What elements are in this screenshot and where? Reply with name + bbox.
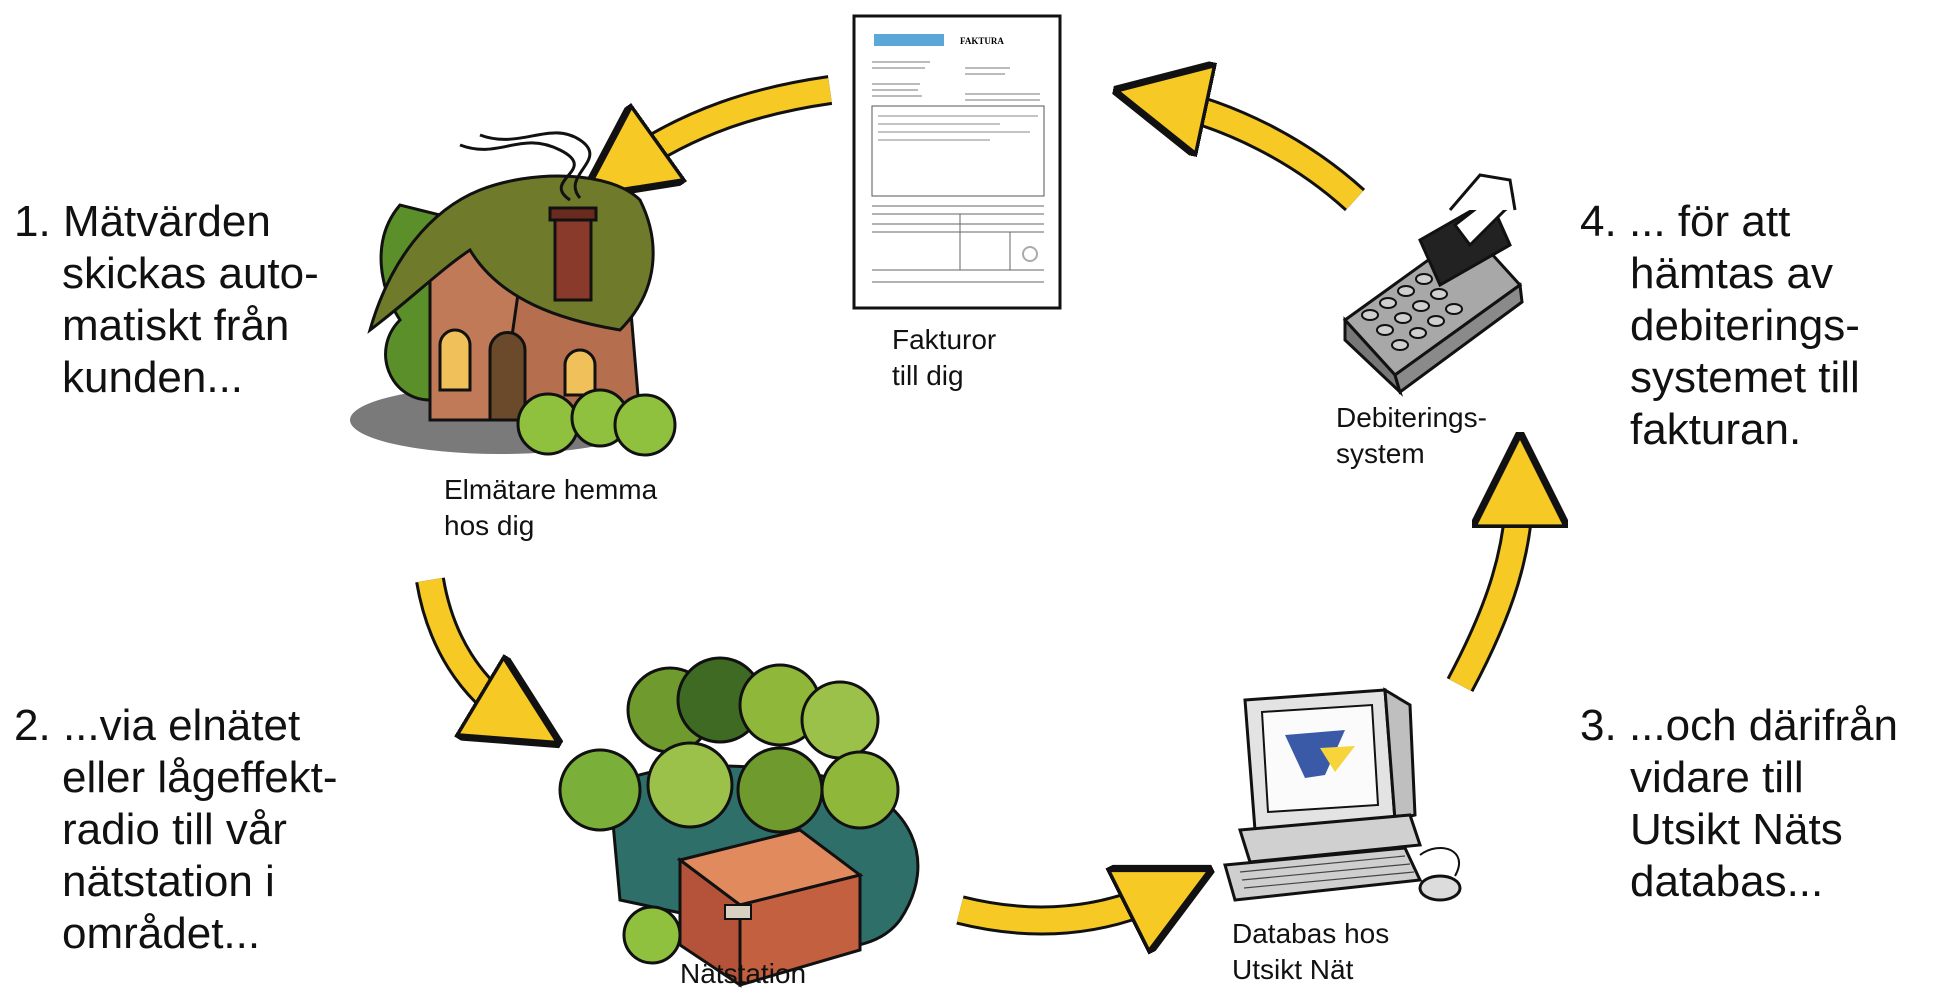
arrow-house-to-station: [415, 577, 520, 720]
step-4-line-1: 4. ... för att: [1580, 197, 1791, 246]
step-4-line-5: fakturan.: [1630, 405, 1802, 454]
step-1-text: 1. Mätvärden skickas auto- matiskt från …: [14, 196, 319, 404]
step-2-line-4: nätstation i: [62, 857, 275, 906]
step-1-line-4: kunden...: [62, 353, 244, 402]
step-3-line-2: vidare till: [1630, 753, 1804, 802]
invoice-icon: FAKTURA: [852, 14, 1062, 310]
step-3-text: 3. ...och därifrån vidare till Utsikt Nä…: [1580, 700, 1898, 908]
arrow-station-to-database: [956, 890, 1170, 920]
invoice-caption: Fakturor till dig: [892, 324, 997, 391]
substation-icon: [558, 656, 920, 988]
step-4-line-4: systemet till: [1630, 353, 1860, 402]
step-1-line-3: matiskt från: [62, 301, 290, 350]
database-caption: Databas hos Utsikt Nät: [1232, 918, 1390, 985]
house-icon: [350, 131, 677, 457]
step-2-text: 2. ...via elnätet eller lågeffekt- radio…: [14, 700, 338, 960]
step-1-line-2: skickas auto-: [62, 249, 319, 298]
step-4-line-3: debiterings-: [1630, 301, 1860, 350]
billing-caption: Debiterings- system: [1336, 402, 1487, 469]
invoice-heading: FAKTURA: [960, 36, 1004, 46]
station-caption: Nätstation: [680, 958, 807, 989]
step-3-line-4: databas...: [1630, 857, 1824, 906]
calculator-icon: [1342, 173, 1524, 397]
computer-icon: [1223, 687, 1462, 902]
arrow-billing-to-invoice: [1160, 100, 1366, 212]
step-4-line-2: hämtas av: [1630, 249, 1833, 298]
step-2-line-1: 2. ...via elnätet: [14, 701, 301, 750]
step-4-text: 4. ... för att hämtas av debiterings- sy…: [1580, 196, 1860, 456]
step-1-line-1: 1. Mätvärden: [14, 197, 271, 246]
step-2-line-2: eller lågeffekt-: [62, 753, 338, 802]
step-3-line-1: 3. ...och därifrån: [1580, 701, 1898, 750]
arrow-database-to-billing: [1446, 480, 1520, 693]
step-2-line-3: radio till vår: [62, 805, 287, 854]
step-2-line-5: området...: [62, 909, 261, 958]
house-caption: Elmätare hemma hos dig: [444, 474, 658, 541]
arrow-invoice-to-house: [620, 75, 833, 170]
step-3-line-3: Utsikt Näts: [1630, 805, 1843, 854]
